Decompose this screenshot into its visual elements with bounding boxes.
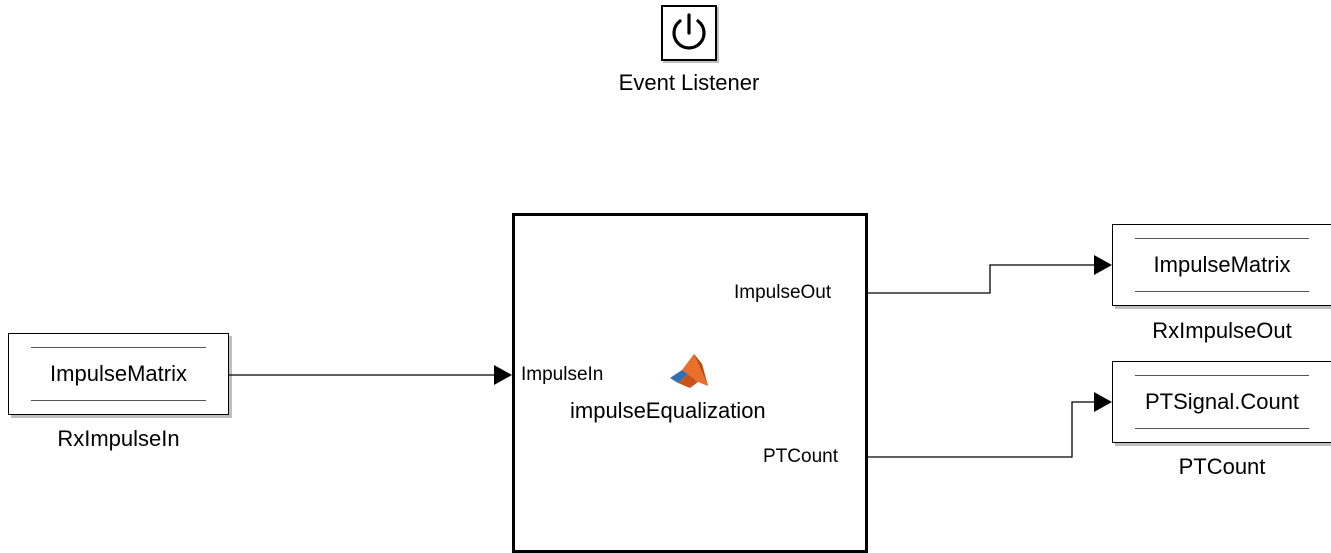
store-rule-top	[1135, 238, 1309, 239]
pt-count-store-name: PTSignal.Count	[1144, 389, 1300, 414]
power-icon	[672, 13, 706, 50]
output-port-impulseout: ImpulseOut	[734, 282, 832, 303]
rx-impulse-out-store-name: ImpulseMatrix	[1153, 252, 1291, 277]
matlab-logo-icon	[670, 354, 708, 388]
store-rule-top	[1135, 375, 1309, 376]
store-rule-bottom	[31, 400, 206, 401]
rx-impulse-in-label: RxImpulseIn	[57, 426, 180, 451]
rx-impulse-in-block[interactable]: ImpulseMatrix	[8, 333, 229, 415]
event-listener-block[interactable]	[661, 5, 717, 61]
line-ptcount-to-ptcount-store[interactable]	[868, 392, 1112, 458]
line-rximpulsein-to-impulsein[interactable]	[229, 365, 512, 385]
store-rule-bottom	[1135, 291, 1309, 292]
pt-count-label: PTCount	[1178, 454, 1266, 479]
input-port-impulsein: ImpulseIn	[521, 364, 604, 385]
event-listener-label: Event Listener	[618, 70, 760, 95]
rx-impulse-out-label: RxImpulseOut	[1152, 318, 1292, 343]
rx-impulse-in-store-name: ImpulseMatrix	[50, 361, 187, 386]
store-rule-bottom	[1135, 428, 1309, 429]
rx-impulse-out-block[interactable]: ImpulseMatrix	[1112, 224, 1331, 306]
pt-count-block[interactable]: PTSignal.Count	[1112, 361, 1331, 443]
output-port-ptcount: PTCount	[763, 446, 838, 467]
diagram-canvas: Event Listener ImpulseMatrix RxImpulseIn…	[8, 5, 1331, 553]
signal-lines	[229, 255, 1112, 458]
function-name: impulseEqualization	[570, 398, 766, 423]
store-rule-top	[31, 347, 206, 348]
line-impulseout-to-rximpulseout[interactable]	[868, 255, 1112, 294]
